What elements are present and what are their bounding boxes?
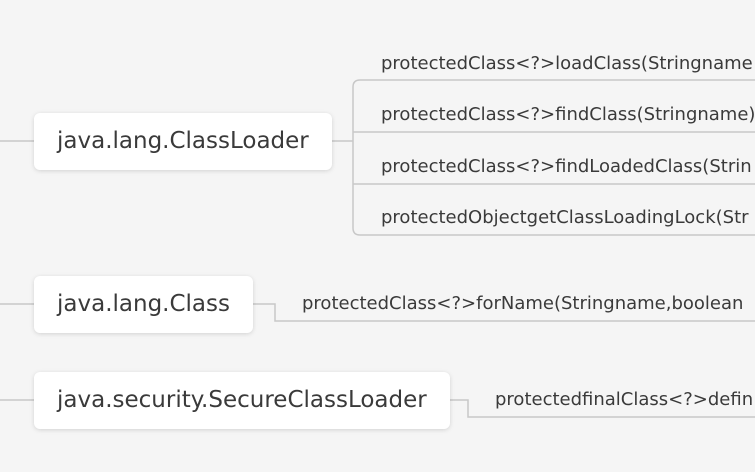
branch-node-secureclassloader[interactable]: java.security.SecureClassLoader [34, 372, 450, 429]
leaf-findloadedclass[interactable]: protectedClass<?>findLoadedClass(Strin [381, 156, 752, 177]
branch-node-classloader[interactable]: java.lang.ClassLoader [34, 113, 332, 170]
branch-node-class[interactable]: java.lang.Class [34, 276, 253, 333]
leaf-loadclass[interactable]: protectedClass<?>loadClass(Stringname [381, 53, 753, 74]
leaf-defineclass[interactable]: protectedfinalClass<?>defin [495, 389, 754, 410]
leaf-findclass[interactable]: protectedClass<?>findClass(Stringname) [381, 104, 755, 125]
leaf-forname[interactable]: protectedClass<?>forName(Stringname,bool… [302, 293, 744, 314]
leaf-getclassloadinglock[interactable]: protectedObjectgetClassLoadingLock(Str [381, 207, 749, 228]
